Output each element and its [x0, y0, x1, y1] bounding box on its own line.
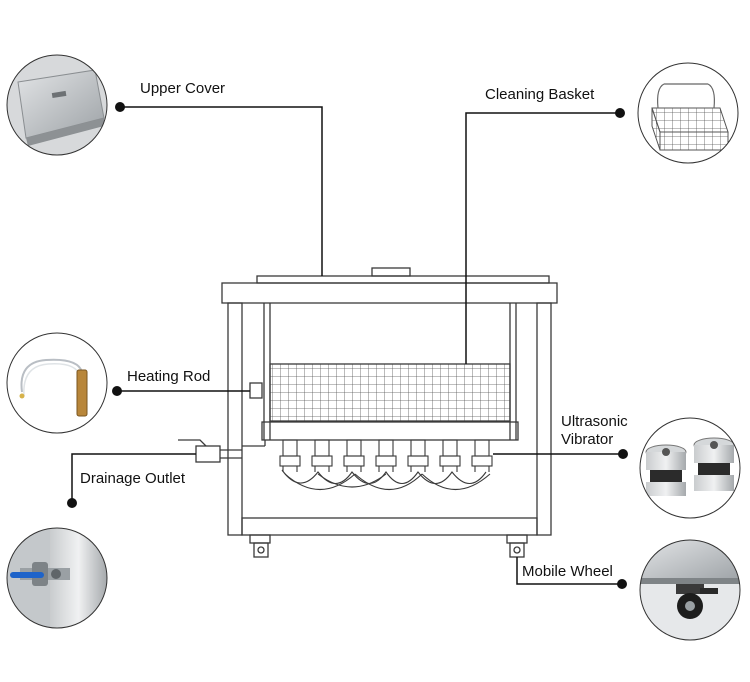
cleaning-basket-shape	[269, 363, 511, 422]
top-frame	[221, 282, 558, 304]
drain-valve-handle	[178, 439, 207, 447]
cleaning-basket-photo-icon	[637, 62, 739, 164]
label-heating-rod: Heating Rod	[127, 368, 211, 385]
label-upper-cover: Upper Cover	[140, 80, 226, 97]
cleaning-machine	[178, 267, 558, 558]
leader-drainage-outlet	[71, 453, 196, 503]
label-drainage-outlet: Drainage Outlet	[80, 470, 186, 487]
transducer-array	[279, 439, 493, 491]
leader-cleaning-basket	[465, 112, 619, 364]
label-mobile-wheel: Mobile Wheel	[522, 563, 613, 580]
lid-handle	[371, 267, 411, 277]
leader-upper-cover	[120, 106, 323, 276]
tank-bottom	[261, 421, 519, 441]
leader-dots	[67, 102, 628, 589]
leader-lines	[71, 106, 622, 585]
heating-rod-box	[249, 382, 263, 399]
upper-cover-photo-icon	[6, 54, 108, 156]
right-wheel	[506, 534, 528, 558]
base-frame	[241, 517, 538, 536]
drain-valve-body	[195, 445, 221, 463]
left-wheel	[249, 534, 271, 558]
drainage-outlet-photo-icon	[6, 527, 108, 629]
mobile-wheel-photo-icon	[639, 539, 741, 641]
upper-cover-shape	[256, 275, 550, 284]
label-ultrasonic-vibrator-line1: Ultrasonic	[561, 413, 628, 430]
right-post	[536, 302, 552, 536]
heating-rod-photo-icon	[6, 332, 108, 434]
leader-mobile-wheel	[516, 557, 621, 585]
ultrasonic-vibrator-photo-icon	[639, 417, 741, 519]
label-cleaning-basket: Cleaning Basket	[485, 86, 595, 103]
label-ultrasonic-vibrator-line2: Vibrator	[561, 431, 614, 448]
left-post	[227, 302, 243, 536]
